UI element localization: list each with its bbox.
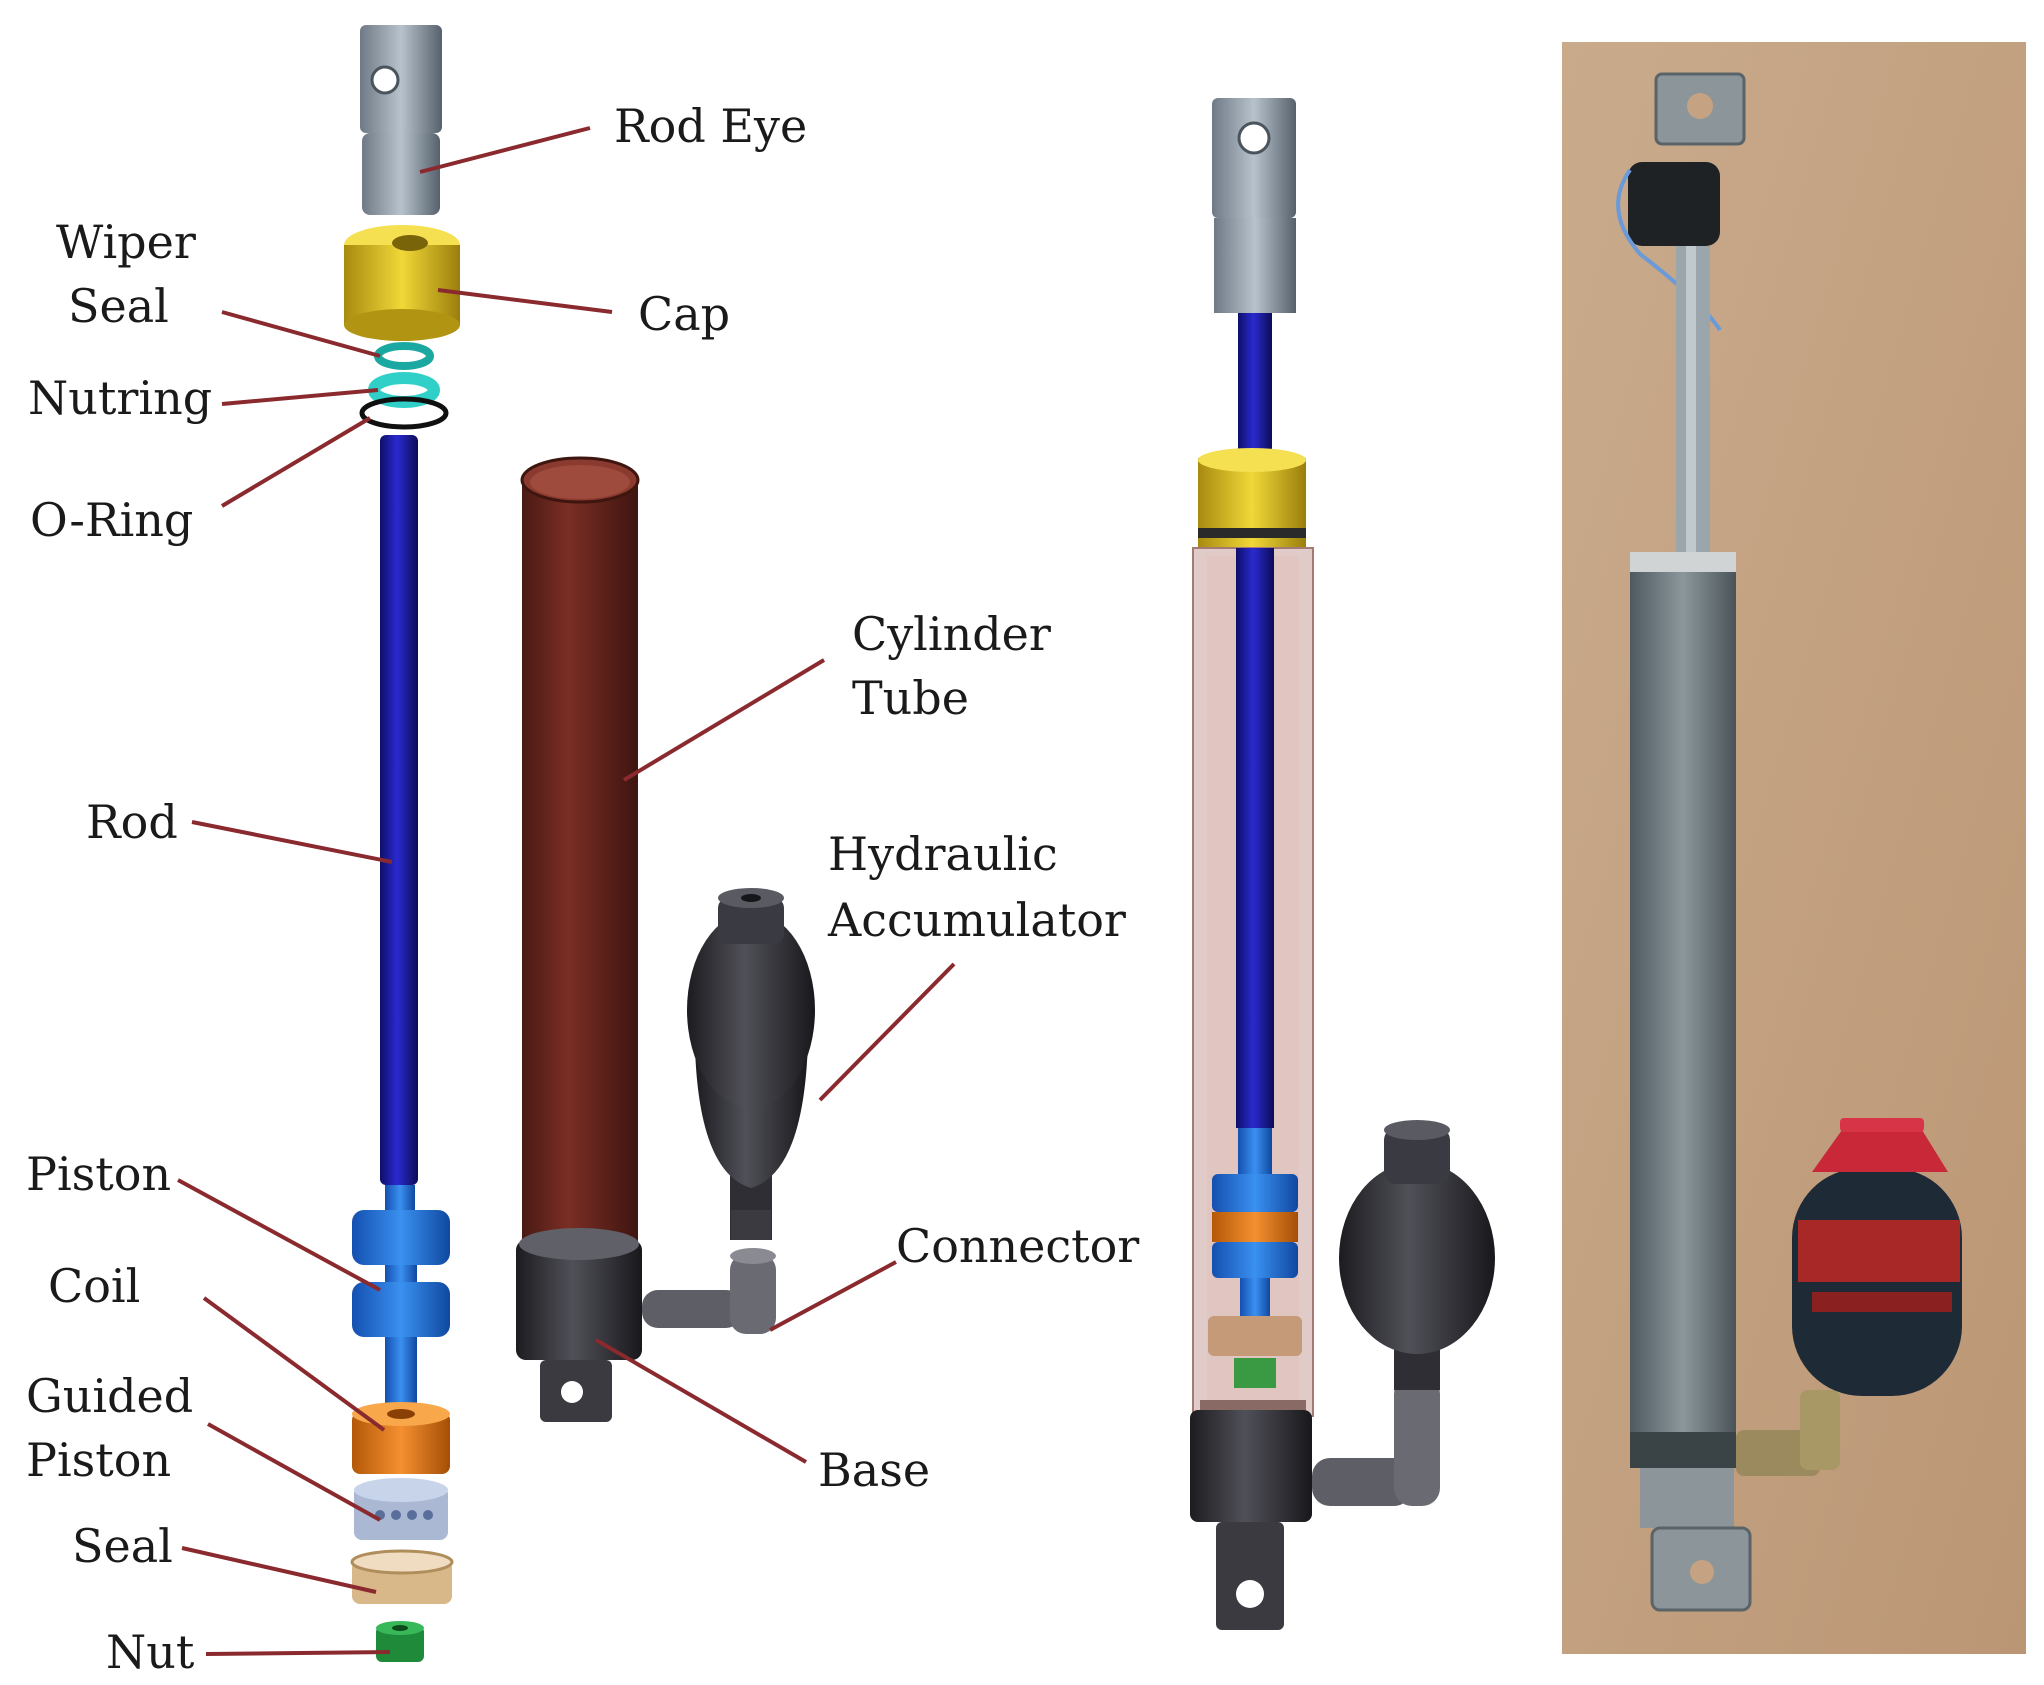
leader-guided-piston — [207, 1422, 381, 1522]
label-hydraulic-line2: Accumulator — [827, 893, 1126, 947]
rod-part — [380, 435, 418, 1185]
leader-rod — [191, 820, 393, 864]
connector-part — [642, 1248, 776, 1334]
label-cap: Cap — [638, 287, 730, 341]
label-guided-piston-line2: Piston — [26, 1433, 171, 1487]
leader-seal — [181, 1546, 377, 1594]
label-base: Base — [818, 1443, 930, 1497]
label-piston: Piston — [26, 1147, 171, 1201]
wiper-seal-part — [374, 342, 434, 370]
accumulator-part — [687, 888, 815, 1240]
label-cylinder-tube-line2: Tube — [852, 671, 969, 725]
leader-base — [594, 1338, 808, 1464]
coil-part — [352, 1402, 450, 1474]
label-wiper-seal-line1: Wiper — [56, 215, 196, 269]
assembled-view — [1190, 98, 1495, 1630]
label-coil: Coil — [48, 1259, 140, 1313]
leader-nutring — [221, 388, 379, 406]
label-wiper-seal-line2: Seal — [68, 279, 169, 333]
leader-nut — [205, 1650, 391, 1656]
cap-part — [344, 225, 460, 341]
label-rod: Rod — [86, 795, 178, 849]
prototype-photo — [1562, 42, 2026, 1654]
leader-cap — [437, 288, 613, 314]
leader-cylinder-tube — [622, 658, 826, 782]
exploded-view — [344, 25, 815, 1662]
leader-accumulator — [818, 962, 956, 1102]
o-ring-part — [359, 396, 449, 430]
label-hydraulic-line1: Hydraulic — [828, 827, 1058, 881]
cylinder-tube-part — [520, 456, 640, 1264]
label-nutring: Nutring — [28, 371, 212, 425]
label-seal: Seal — [72, 1519, 173, 1573]
leader-connector — [769, 1260, 897, 1332]
leader-coil — [202, 1296, 386, 1432]
base-part — [516, 1228, 642, 1422]
guided-piston-part — [354, 1478, 448, 1540]
nut-part — [376, 1621, 424, 1662]
photo-tube — [1630, 572, 1736, 1432]
rod-eye-part — [360, 25, 442, 215]
label-rod-eye: Rod Eye — [614, 99, 807, 153]
leader-o-ring — [220, 416, 372, 508]
leader-wiper-seal — [221, 310, 381, 358]
label-o-ring: O-Ring — [30, 493, 193, 547]
leader-piston — [177, 1178, 381, 1292]
label-connector: Connector — [896, 1219, 1139, 1273]
seal-part — [350, 1549, 454, 1604]
label-nut: Nut — [106, 1625, 195, 1679]
piston-part — [352, 1185, 450, 1412]
leader-rod-eye — [419, 126, 591, 174]
leader-lines — [177, 126, 956, 1656]
label-cylinder-tube-line1: Cylinder — [852, 607, 1051, 661]
part-labels: Rod Eye Wiper Seal Cap Nutring O-Ring Cy… — [26, 99, 1139, 1679]
label-guided-piston-line1: Guided — [26, 1369, 193, 1423]
